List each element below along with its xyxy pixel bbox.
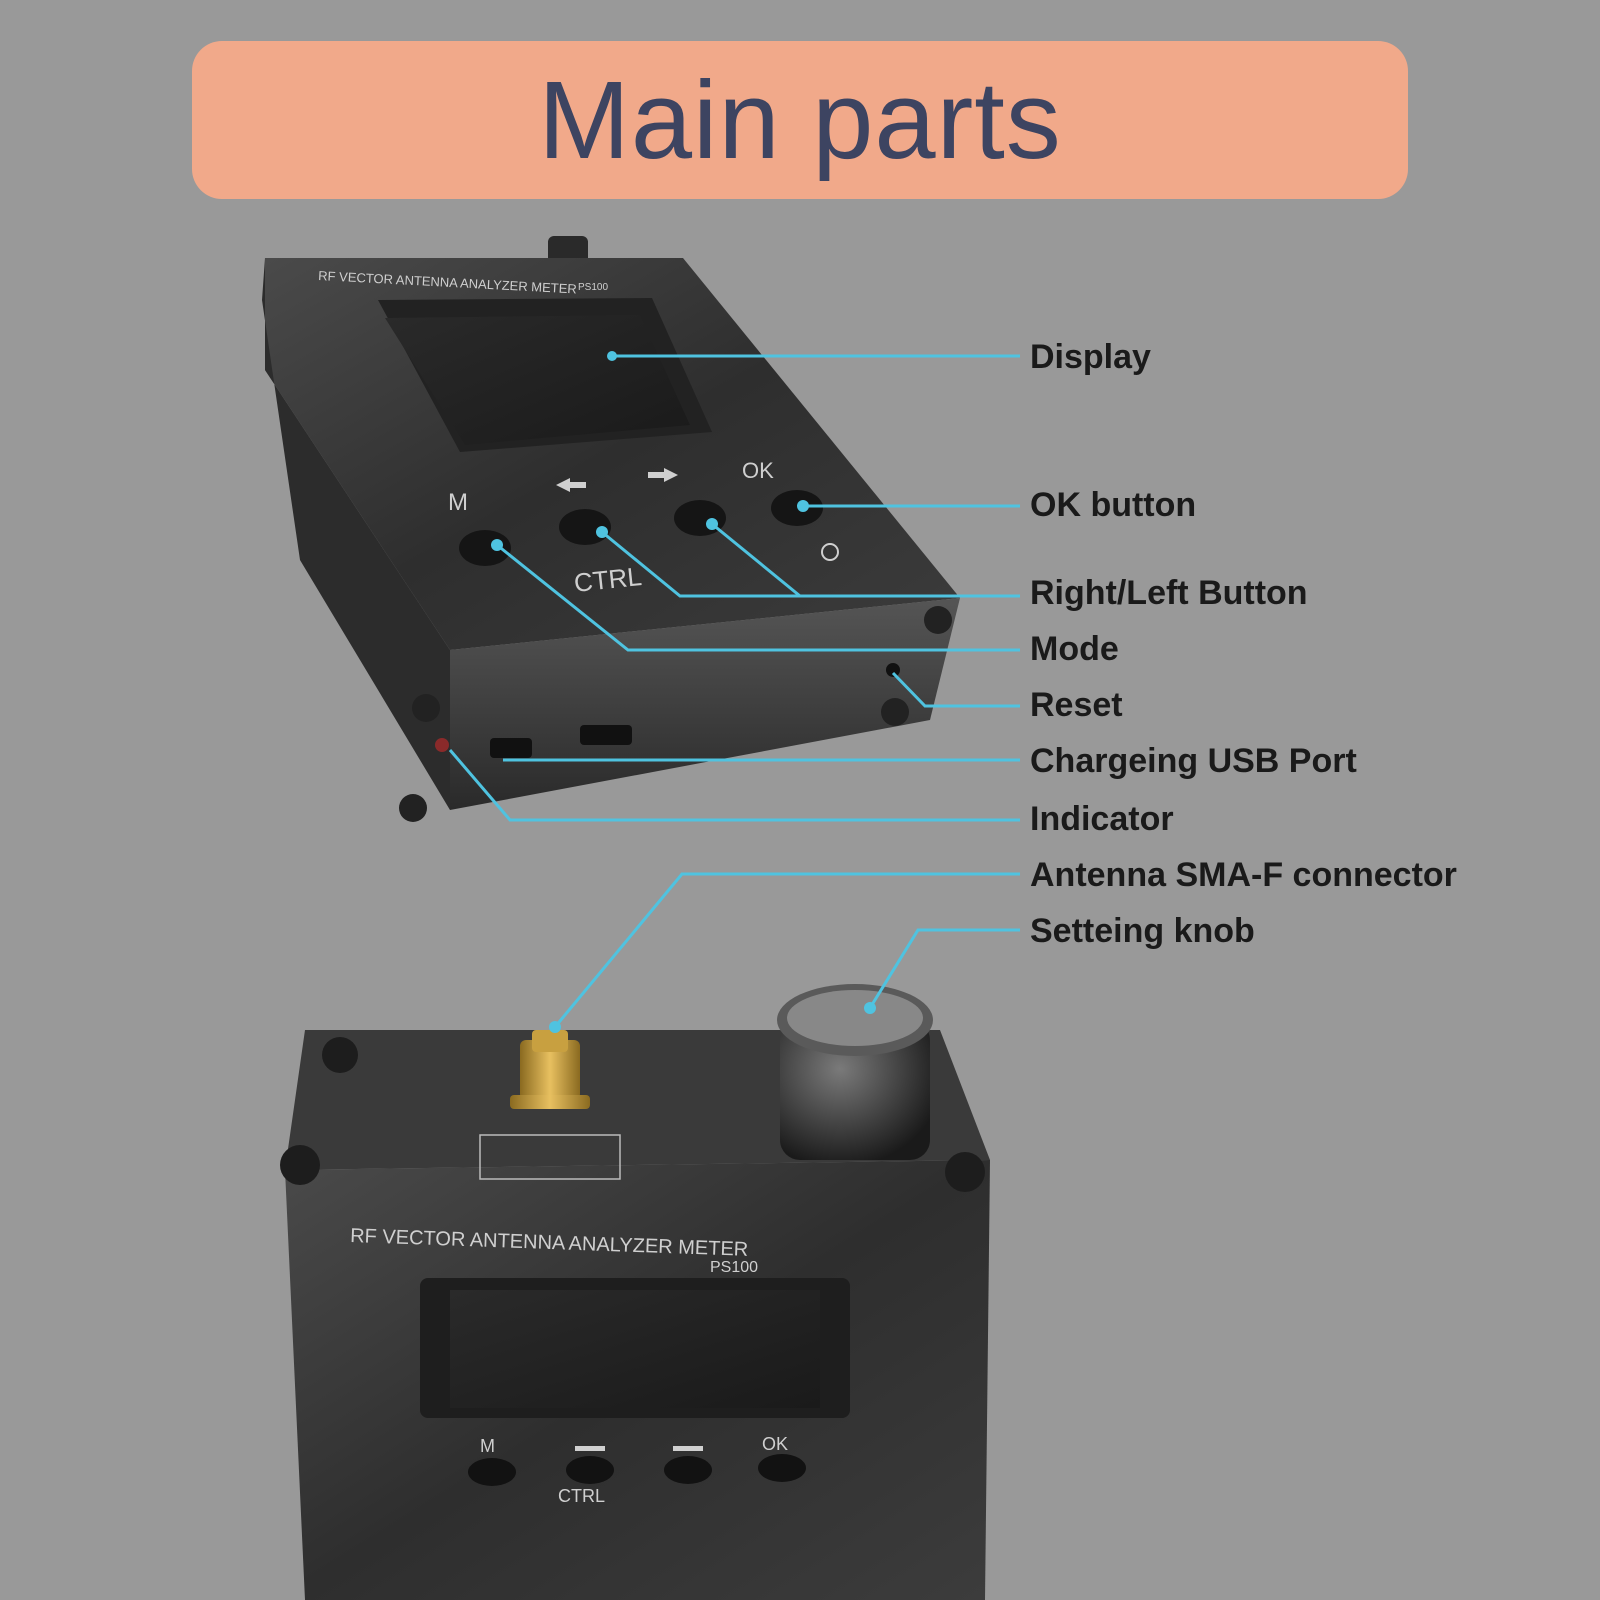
callout-antenna-sma-f-connector: Antenna SMA-F connector — [1030, 856, 1457, 894]
top-button-m: M — [448, 489, 511, 566]
leader-sma — [553, 872, 1020, 1028]
svg-text:M: M — [448, 489, 468, 516]
bottom-button-m: M — [468, 1436, 516, 1486]
svg-text:OK: OK — [742, 458, 774, 483]
top-device-unit: RF VECTOR ANTENNA ANALYZER METER PS100 M… — [262, 236, 960, 822]
usb-port-2 — [580, 725, 632, 745]
power-icon — [821, 543, 839, 561]
leader-knob — [868, 928, 1020, 1009]
top-button-ok: OK — [742, 458, 839, 561]
right-arrow-icon — [664, 468, 678, 482]
connector-plate-label — [479, 1134, 621, 1180]
leader-right-left-a — [601, 530, 1020, 598]
bottom-panel-model: PS100 — [710, 1259, 758, 1276]
usb-port-1 — [490, 738, 532, 758]
leader-lines — [448, 354, 1020, 1028]
left-arrow-icon — [556, 478, 570, 492]
leader-indicator — [448, 749, 1020, 822]
setting-knob-graphic — [777, 984, 933, 1160]
callout-charging-usb-port: Chargeing USB Port — [1030, 742, 1357, 780]
page-title: Main parts — [538, 58, 1062, 182]
right-arrow-icon — [673, 1446, 703, 1451]
left-side-face — [262, 258, 450, 810]
top-ctrl-label: CTRL — [572, 561, 643, 598]
bottom-ctrl-label: CTRL — [558, 1486, 605, 1506]
svg-text:M: M — [480, 1436, 495, 1456]
callout-indicator: Indicator — [1030, 800, 1174, 838]
callout-setting-knob: Setteing knob — [1030, 912, 1255, 950]
leader-right-left-b — [711, 522, 801, 598]
callout-reset: Reset — [1030, 686, 1123, 724]
bottom-display-screen — [450, 1290, 820, 1408]
bottom-button-ok: OK — [758, 1434, 806, 1482]
svg-text:OK: OK — [762, 1434, 788, 1454]
left-arrow-icon — [575, 1446, 605, 1451]
leader-reset — [891, 671, 1020, 708]
title-banner: Main parts — [192, 41, 1408, 199]
reset-hole — [886, 663, 900, 677]
top-panel-model: PS100 — [578, 282, 608, 293]
bottom-button-left — [566, 1446, 614, 1484]
bottom-device-unit: RF VECTOR ANTENNA ANALYZER METER PS100 M… — [280, 984, 990, 1600]
leader-dots — [491, 351, 876, 1033]
bottom-button-right — [664, 1446, 712, 1484]
callout-ok-button: OK button — [1030, 486, 1197, 524]
callout-display: Display — [1030, 338, 1151, 376]
top-display-screen — [385, 315, 690, 445]
sma-connector — [510, 1030, 590, 1109]
callout-right-left-button: Right/Left Button — [1030, 574, 1308, 612]
callout-mode: Mode — [1030, 630, 1119, 668]
leader-mode — [496, 543, 1020, 652]
indicator-led — [435, 738, 449, 752]
